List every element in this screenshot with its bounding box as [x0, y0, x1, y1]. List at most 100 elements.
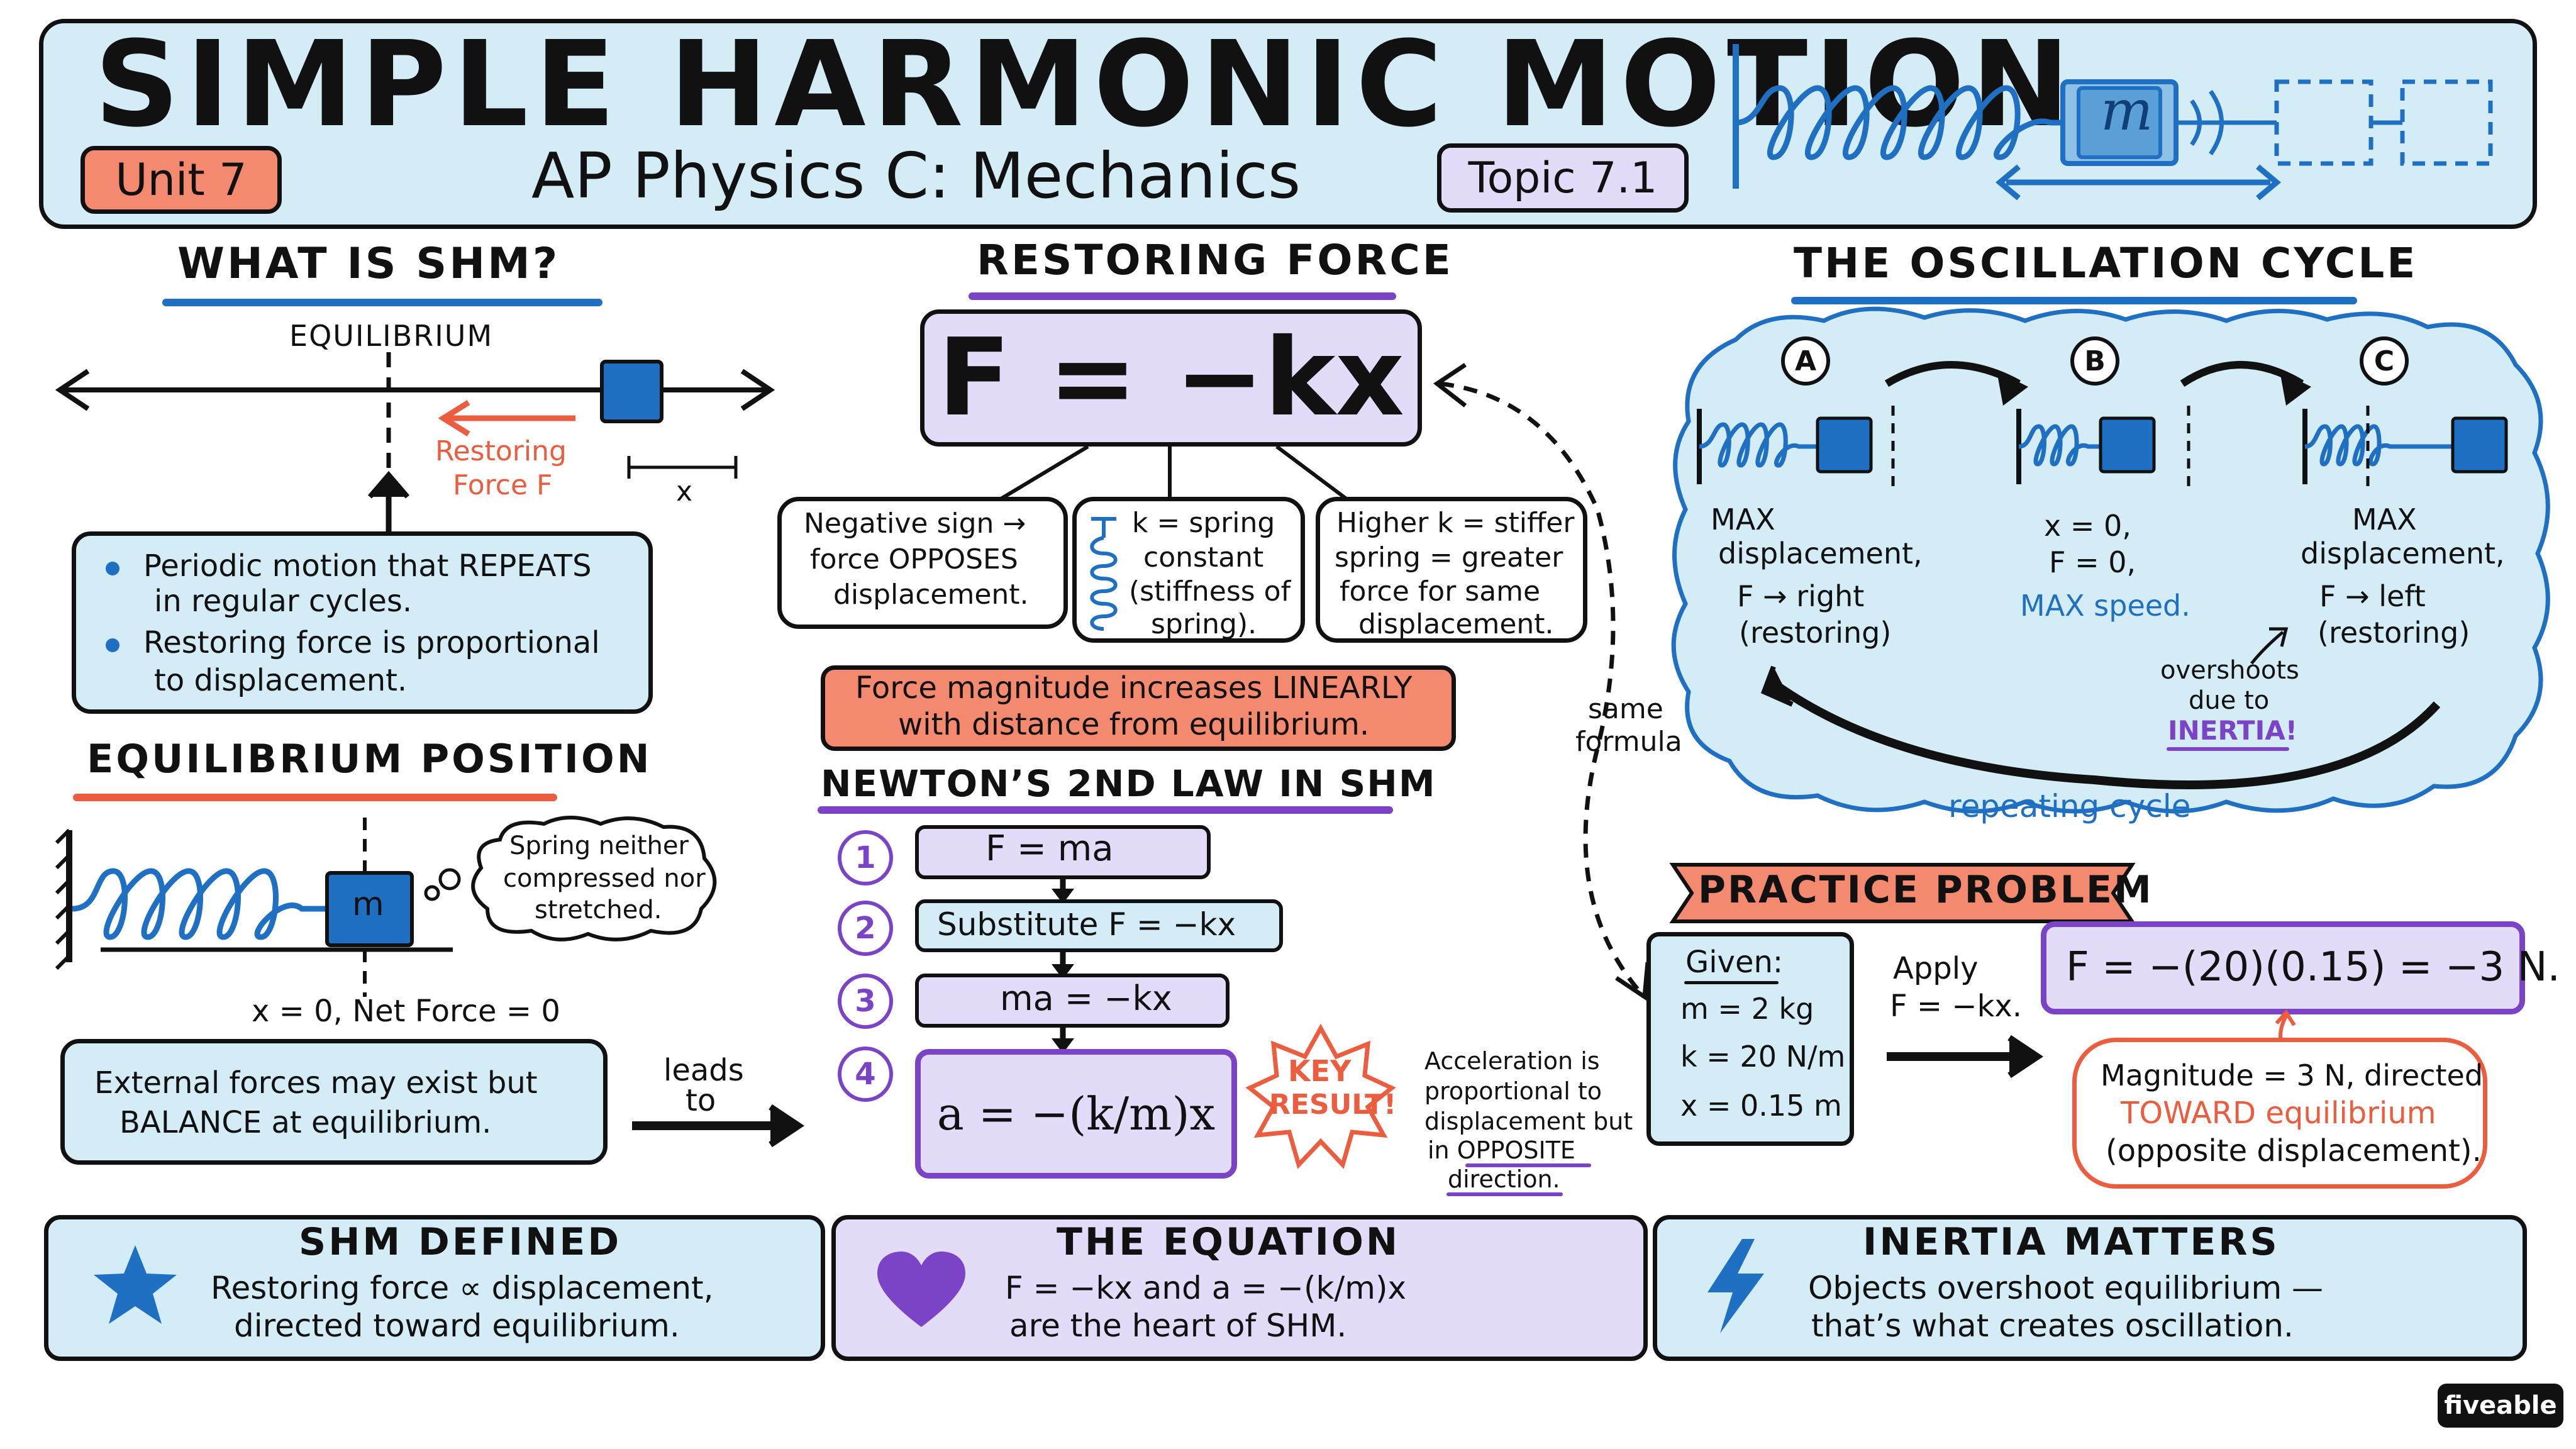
negative-sign-box: [777, 497, 1068, 629]
spring-constant-line4: spring).: [1151, 608, 1257, 640]
thought-line3: stretched.: [535, 896, 662, 924]
magnitude-line3: (opposite displacement).: [2106, 1133, 2482, 1169]
star-icon: [94, 1245, 177, 1324]
step-2-box: [915, 899, 1283, 952]
accel-note-line2: proportional to: [1424, 1077, 1602, 1105]
step-3-number: 3: [838, 974, 893, 1029]
spring-constant-box: [1072, 497, 1305, 643]
oscillation-underline: [1791, 297, 2357, 304]
stage-c-line2: displacement,: [2301, 536, 2505, 570]
net-force-label: x = 0, Net Force = 0: [252, 994, 560, 1029]
higher-k-line4: displacement.: [1358, 608, 1554, 640]
bullet-1-line1: Periodic motion that REPEATS: [143, 548, 592, 584]
given-mass: m = 2 kg: [1680, 992, 1814, 1026]
overshoot-line1: overshoots: [2160, 656, 2299, 685]
stage-c-badge: C: [2360, 336, 2409, 386]
key-result-burst: [1245, 1023, 1396, 1169]
thought-line2: compressed nor: [503, 864, 706, 893]
leads-to-line2: to: [686, 1083, 716, 1118]
overshoot-line3: INERTIA!: [2168, 715, 2297, 746]
topic-badge: Topic 7.1: [1437, 143, 1689, 213]
thought-line1: Spring neither: [509, 831, 689, 860]
repeating-cycle-label: repeating cycle: [1948, 788, 2191, 824]
stage-b-line2: F = 0,: [2049, 545, 2136, 579]
bullet-2-line1: Restoring force is proportional: [143, 625, 600, 660]
apply-line2: F = −kx.: [1890, 989, 2023, 1024]
stage-c-line4: (restoring): [2318, 616, 2470, 650]
linear-increase-line1: Force magnitude increases LINEARLY: [855, 670, 1413, 706]
footer-shm-defined-line2: directed toward equilibrium.: [234, 1307, 680, 1344]
same-formula-line1: same: [1588, 693, 1663, 725]
negative-sign-line1: Negative sign →: [804, 508, 1026, 540]
accel-note-line4: in OPPOSITE: [1428, 1136, 1575, 1164]
step-3-box: [915, 974, 1230, 1028]
page-title: SIMPLE HARMONIC MOTION: [94, 16, 2077, 153]
apply-arrow: [1887, 1035, 2044, 1079]
footer-equation-line2: are the heart of SHM.: [1009, 1307, 1347, 1344]
spring-coil-icon: [1090, 517, 1118, 631]
footer-card-equation: [831, 1215, 1648, 1361]
stage-a-line1: MAX: [1711, 502, 1775, 536]
higher-k-line2: spring = greater: [1335, 541, 1563, 574]
brand-logo[interactable]: fiveable: [2438, 1384, 2563, 1428]
step-2-text: Substitute F = −kx: [937, 906, 1236, 943]
what-is-shm-underline: [162, 299, 602, 306]
step-1-text: F = ma: [985, 828, 1114, 869]
result-box: [2041, 921, 2525, 1014]
footer-card-shm-defined: [44, 1215, 825, 1361]
what-is-shm-title: WHAT IS SHM?: [177, 239, 560, 289]
magnitude-line2: TOWARD equilibrium: [2121, 1096, 2436, 1131]
external-forces-line1: External forces may exist but: [94, 1065, 538, 1101]
equilibrium-position-underline: [73, 794, 557, 801]
step-1-box: [915, 825, 1211, 879]
overshoot-line2: due to: [2189, 686, 2270, 715]
external-forces-box: [60, 1039, 608, 1165]
direction-underline: [1446, 1192, 1563, 1196]
unit-badge: Unit 7: [80, 146, 282, 214]
given-box: [1646, 932, 1854, 1146]
bullet-dot-1: [106, 562, 119, 575]
stage-b-line3: MAX speed.: [2020, 589, 2190, 623]
stage-a-line2: displacement,: [1718, 536, 1923, 570]
opposite-underline: [1465, 1163, 1591, 1167]
newtons-law-underline: [818, 806, 1393, 814]
given-k: k = 20 N/m: [1680, 1040, 1846, 1074]
step-4-number: 4: [838, 1046, 893, 1102]
footer-shm-defined-title: SHM DEFINED: [299, 1220, 622, 1264]
step-3-text: ma = −kx: [1000, 979, 1172, 1018]
footer-equation-line1: F = −kx and a = −(k/m)x: [1005, 1270, 1407, 1306]
same-formula-link: [1433, 363, 1650, 1001]
spring-constant-line1: k = spring: [1132, 507, 1275, 539]
lightning-icon: [1707, 1239, 1764, 1333]
restoring-force-underline: [969, 292, 1396, 300]
footer-equation-title: THE EQUATION: [1057, 1220, 1401, 1264]
stage-a-line3: F → right: [1737, 579, 1865, 613]
oscillation-title: THE OSCILLATION CYCLE: [1794, 239, 2418, 287]
negative-sign-line3: displacement.: [833, 579, 1029, 611]
restoring-force-title: RESTORING FORCE: [977, 236, 1453, 284]
heart-icon: [877, 1252, 965, 1327]
equilibrium-mass-label: m: [352, 886, 384, 923]
x-displacement-label: x: [676, 475, 693, 508]
stage-b-badge: B: [2070, 336, 2119, 386]
equation-connectors: [992, 445, 1353, 505]
footer-inertia-title: INERTIA MATTERS: [1863, 1220, 2280, 1264]
footer-shm-defined-line1: Restoring force ∝ displacement,: [211, 1270, 714, 1306]
shm-definition-box: [72, 531, 653, 714]
newtons-law-title: NEWTON’S 2ND LAW IN SHM: [821, 762, 1436, 805]
linear-increase-box: [821, 665, 1456, 751]
external-forces-line2: BALANCE at equilibrium.: [119, 1105, 492, 1140]
practice-title: PRACTICE PROBLEM: [1698, 868, 2153, 912]
restoring-label-line2: Force F: [453, 469, 553, 501]
footer-inertia-line2: that’s what creates oscillation.: [1811, 1307, 2294, 1344]
footer-card-inertia: [1653, 1215, 2527, 1361]
step-1-number: 1: [838, 830, 893, 886]
equilibrium-label: EQUILIBRIUM: [289, 319, 494, 353]
magnitude-box: [2072, 1038, 2487, 1189]
higher-k-line3: force for same: [1340, 575, 1541, 608]
thought-bubble: [471, 816, 717, 941]
stage-a-line4: (restoring): [1739, 616, 1892, 650]
oscillation-springs: [1697, 361, 2508, 789]
higher-k-line1: Higher k = stiffer: [1336, 507, 1575, 539]
magnitude-line1: Magnitude = 3 N, directed: [2101, 1058, 2484, 1092]
